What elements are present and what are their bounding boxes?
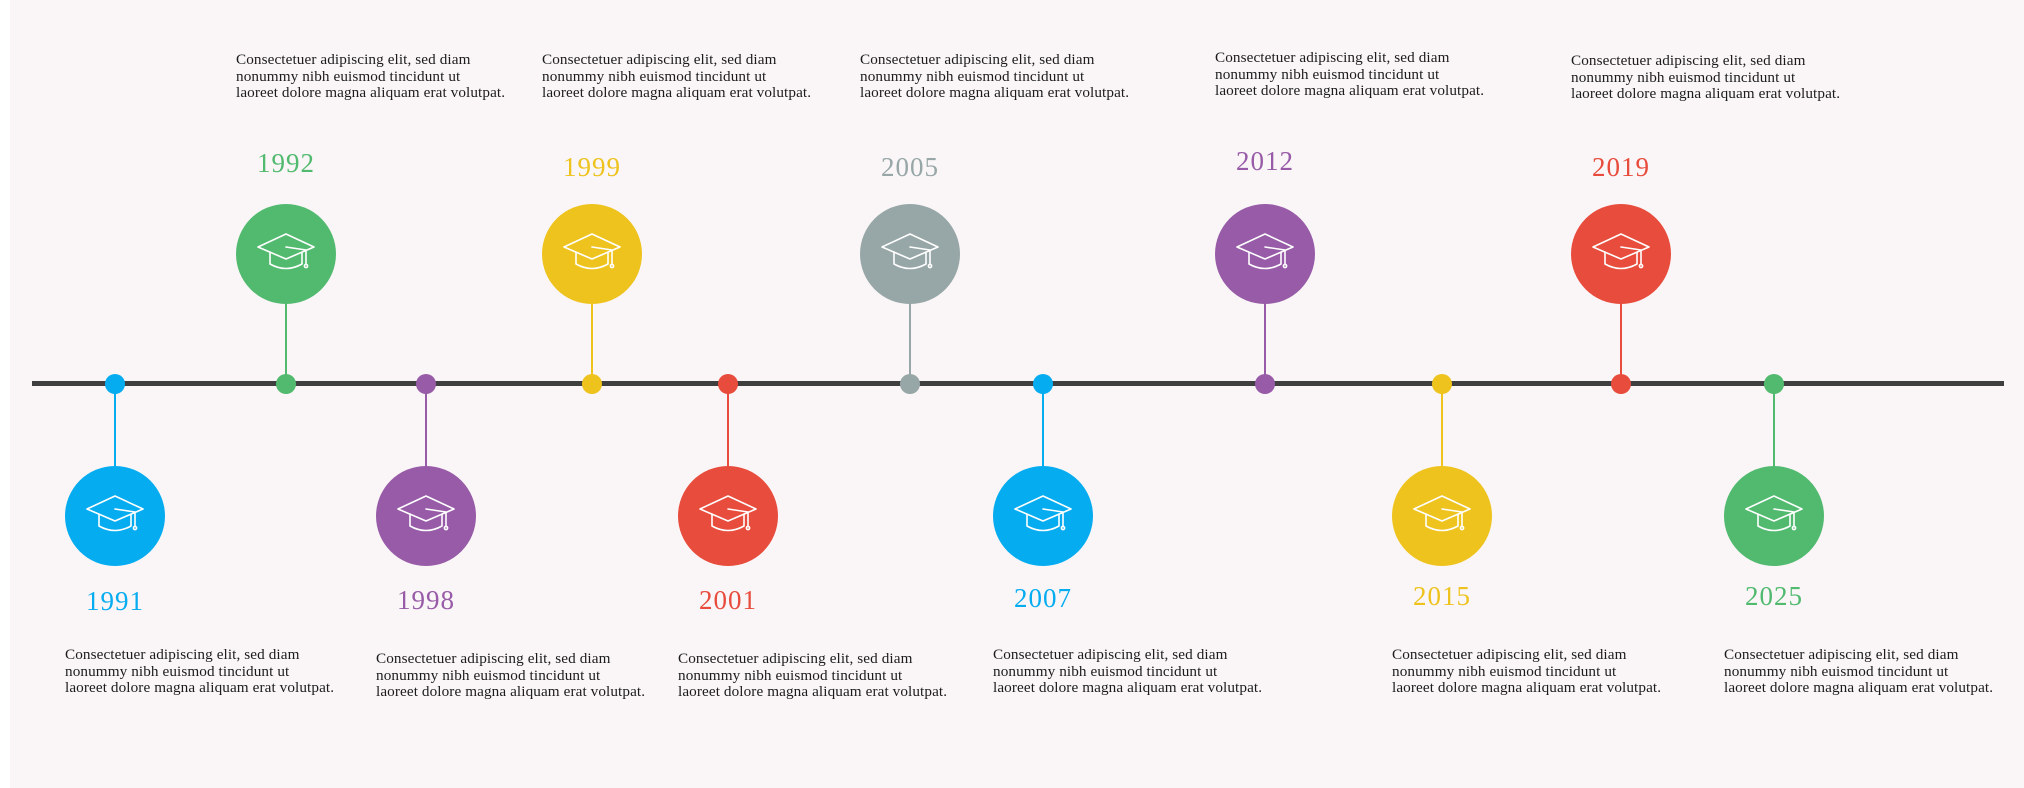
graduation-cap-icon bbox=[1745, 495, 1803, 532]
event-description: Consectetuer adipiscing elit, sed diam n… bbox=[542, 51, 812, 101]
connector-line bbox=[727, 383, 729, 481]
timeline-marker-dot bbox=[718, 374, 738, 394]
connector-line bbox=[425, 383, 427, 481]
milestone-badge bbox=[236, 204, 336, 304]
timeline-marker-dot bbox=[1432, 374, 1452, 394]
connector-line bbox=[285, 300, 287, 384]
graduation-cap-icon bbox=[86, 495, 144, 532]
timeline-marker-dot bbox=[276, 374, 296, 394]
event-description: Consectetuer adipiscing elit, sed diam n… bbox=[993, 646, 1263, 696]
connector-line bbox=[1264, 300, 1266, 384]
connector-line bbox=[1042, 383, 1044, 481]
milestone-badge bbox=[376, 466, 476, 566]
event-year: 2012 bbox=[1236, 146, 1294, 176]
event-year: 2005 bbox=[881, 152, 939, 182]
event-year: 2025 bbox=[1745, 581, 1803, 611]
event-description: Consectetuer adipiscing elit, sed diam n… bbox=[678, 650, 948, 700]
event-description: Consectetuer adipiscing elit, sed diam n… bbox=[1571, 52, 1841, 102]
graduation-cap-icon bbox=[1236, 233, 1294, 270]
event-year: 1999 bbox=[563, 152, 621, 182]
graduation-cap-icon bbox=[1592, 233, 1650, 270]
milestone-badge bbox=[993, 466, 1093, 566]
timeline-marker-dot bbox=[1033, 374, 1053, 394]
event-description: Consectetuer adipiscing elit, sed diam n… bbox=[236, 51, 506, 101]
event-description: Consectetuer adipiscing elit, sed diam n… bbox=[1724, 646, 1994, 696]
milestone-badge bbox=[678, 466, 778, 566]
milestone-badge bbox=[1571, 204, 1671, 304]
event-year: 2015 bbox=[1413, 581, 1471, 611]
milestone-badge bbox=[1215, 204, 1315, 304]
milestone-badge bbox=[65, 466, 165, 566]
connector-line bbox=[1441, 383, 1443, 481]
timeline-marker-dot bbox=[582, 374, 602, 394]
connector-line bbox=[591, 300, 593, 384]
event-description: Consectetuer adipiscing elit, sed diam n… bbox=[65, 646, 335, 696]
event-description: Consectetuer adipiscing elit, sed diam n… bbox=[376, 650, 646, 700]
event-description: Consectetuer adipiscing elit, sed diam n… bbox=[1392, 646, 1662, 696]
event-year: 2007 bbox=[1014, 583, 1072, 613]
milestone-badge bbox=[1392, 466, 1492, 566]
event-year: 1991 bbox=[86, 586, 144, 616]
timeline-marker-dot bbox=[1611, 374, 1631, 394]
connector-line bbox=[909, 300, 911, 384]
event-year: 2019 bbox=[1592, 152, 1650, 182]
event-year: 1998 bbox=[397, 585, 455, 615]
connector-line bbox=[114, 383, 116, 481]
graduation-cap-icon bbox=[397, 495, 455, 532]
timeline-marker-dot bbox=[416, 374, 436, 394]
milestone-badge bbox=[860, 204, 960, 304]
graduation-cap-icon bbox=[1014, 495, 1072, 532]
milestone-badge bbox=[1724, 466, 1824, 566]
milestone-badge bbox=[542, 204, 642, 304]
timeline-panel bbox=[10, 0, 2024, 788]
event-description: Consectetuer adipiscing elit, sed diam n… bbox=[860, 51, 1130, 101]
graduation-cap-icon bbox=[881, 233, 939, 270]
timeline-axis bbox=[32, 381, 2004, 386]
graduation-cap-icon bbox=[1413, 495, 1471, 532]
timeline-marker-dot bbox=[1764, 374, 1784, 394]
event-year: 1992 bbox=[257, 148, 315, 178]
graduation-cap-icon bbox=[257, 233, 315, 270]
timeline-marker-dot bbox=[105, 374, 125, 394]
event-description: Consectetuer adipiscing elit, sed diam n… bbox=[1215, 49, 1485, 99]
connector-line bbox=[1773, 383, 1775, 481]
event-year: 2001 bbox=[699, 585, 757, 615]
graduation-cap-icon bbox=[563, 233, 621, 270]
timeline-marker-dot bbox=[900, 374, 920, 394]
connector-line bbox=[1620, 300, 1622, 384]
graduation-cap-icon bbox=[699, 495, 757, 532]
timeline-marker-dot bbox=[1255, 374, 1275, 394]
